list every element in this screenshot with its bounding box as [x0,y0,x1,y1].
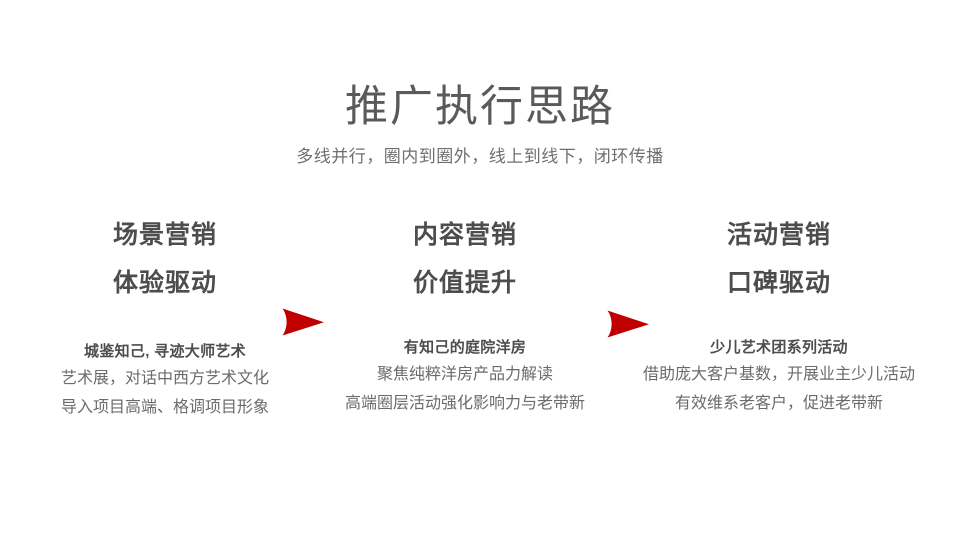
column-body-line: 有效维系老客户，促进老带新 [674,395,883,412]
column-heading-line2: 体验驱动 [112,269,217,297]
columns-container: 场景营销 体验驱动 城鉴知己, 寻迹大师艺术 艺术展，对话中西方艺术文化 导入项… [0,222,960,452]
column-body-line: 导入项目高端、格调项目形象 [60,399,269,416]
column-heading-line2: 价值提升 [412,269,517,297]
column-heading-line2: 口碑驱动 [726,269,831,297]
page-title: 推广执行思路 [345,84,615,131]
column-lead-text: 少儿艺术团系列活动 [710,339,848,356]
column-body-line: 高端圈层活动强化影响力与老带新 [344,395,585,412]
column-heading-line1: 内容营销 [412,221,517,249]
arrow-right-icon [281,307,325,337]
column-heading-line1: 场景营销 [112,221,217,249]
column-content-marketing: 内容营销 价值提升 有知己的庭院洋房 聚焦纯粹洋房产品力解读 高端圈层活动强化影… [320,222,610,416]
column-lead-text: 城鉴知己, 寻迹大师艺术 [84,343,246,360]
column-body-line: 艺术展，对话中西方艺术文化 [60,370,269,387]
column-lead-text: 有知己的庭院洋房 [403,339,527,356]
title-block: 推广执行思路 多线并行，圈内到圈外，线上到线下，闭环传播 [0,82,960,169]
page-subtitle: 多线并行，圈内到圈外，线上到线下，闭环传播 [296,147,664,166]
column-body-line: 聚焦纯粹洋房产品力解读 [376,366,553,383]
column-body-line: 借助庞大客户基数，开展业主少儿活动 [642,366,915,383]
column-heading-line1: 活动营销 [726,221,831,249]
column-scene-marketing: 场景营销 体验驱动 城鉴知己, 寻迹大师艺术 艺术展，对话中西方艺术文化 导入项… [20,222,310,420]
column-event-marketing: 活动营销 口碑驱动 少儿艺术团系列活动 借助庞大客户基数，开展业主少儿活动 有效… [634,222,924,416]
arrow-right-icon [606,309,650,339]
